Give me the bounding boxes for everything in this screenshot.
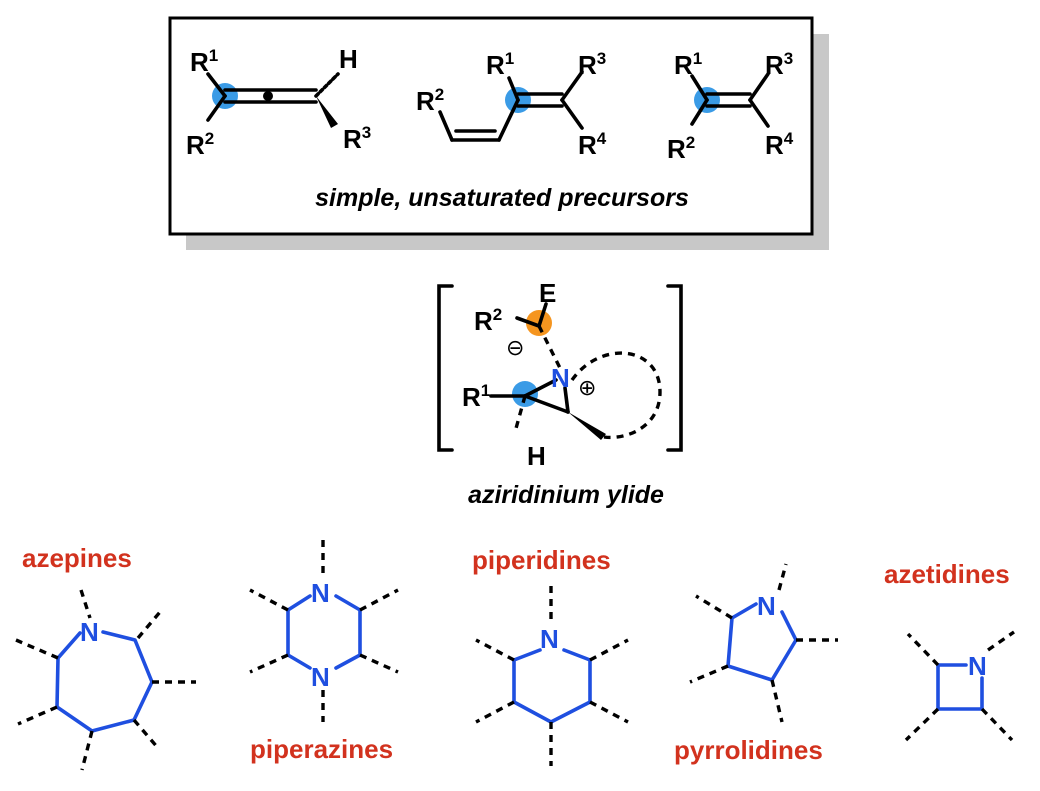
wedge-bond [316, 96, 338, 128]
precursor-caption: simple, unsaturated precursors [315, 184, 689, 212]
allene-center-dot [263, 91, 273, 101]
alkene-r3-label: R3 [765, 49, 793, 80]
alkene-structure: R1 R2 R3 R4 [667, 49, 794, 164]
azepine-ring: azepines N [15, 543, 196, 771]
azetidines-label: azetidines [884, 559, 1010, 589]
azepines-label: azepines [22, 543, 132, 573]
ylide-r1-label: R1 [462, 381, 490, 412]
panel-frame [168, 16, 814, 236]
ylide-h-label: H [527, 441, 546, 471]
allene-structure: R1 R2 H R3 [186, 44, 371, 160]
allene-r1-label: R1 [190, 46, 218, 77]
ylide-e-label: E [539, 278, 556, 308]
piperidine-ring: piperidines N [472, 545, 629, 766]
piperazines-label: piperazines [250, 734, 393, 764]
precursor-panel: R1 R2 H R3 R2 R1 R3 R4 [168, 16, 829, 250]
minus-charge: ⊖ [506, 335, 524, 360]
ylide-caption: aziridinium ylide [468, 481, 664, 509]
right-bracket [666, 284, 683, 452]
azetidine-ring: azetidines N [884, 559, 1015, 742]
piperazine-n-bottom: N [311, 662, 330, 692]
pyrrolidine-ring: N pyrrolidines [674, 563, 838, 765]
piperidine-n: N [540, 624, 559, 654]
piperazine-ring: N N piperazines [249, 540, 399, 764]
pyrrolidines-label: pyrrolidines [674, 735, 823, 765]
diene-structure: R2 R1 R3 R4 [416, 49, 607, 160]
diene-r4-label: R4 [578, 129, 607, 160]
ring-wedge [568, 412, 606, 440]
diene-r1-label: R1 [486, 49, 514, 80]
alkene-r4-label: R4 [765, 129, 794, 160]
diene-r2-label: R2 [416, 85, 444, 116]
azepine-n: N [80, 617, 99, 647]
allene-r3-label: R3 [343, 123, 371, 154]
allene-h-label: H [339, 44, 358, 74]
alkene-r1-label: R1 [674, 49, 702, 80]
piperazine-n-top: N [311, 578, 330, 608]
azetidine-n: N [968, 651, 987, 681]
diene-r3-label: R3 [578, 49, 606, 80]
plus-charge: ⊕ [578, 375, 596, 400]
pyrrolidine-n: N [757, 591, 776, 621]
ylide-structure: R2 E ⊖ N ⊕ R1 H aziridinium ylide [437, 278, 683, 509]
piperidines-label: piperidines [472, 545, 611, 575]
allene-r2-label: R2 [186, 129, 214, 160]
ylide-n-label: N [551, 363, 570, 393]
left-bracket [437, 284, 454, 452]
alkene-r2-label: R2 [667, 133, 695, 164]
ylide-r2-label: R2 [474, 305, 502, 336]
